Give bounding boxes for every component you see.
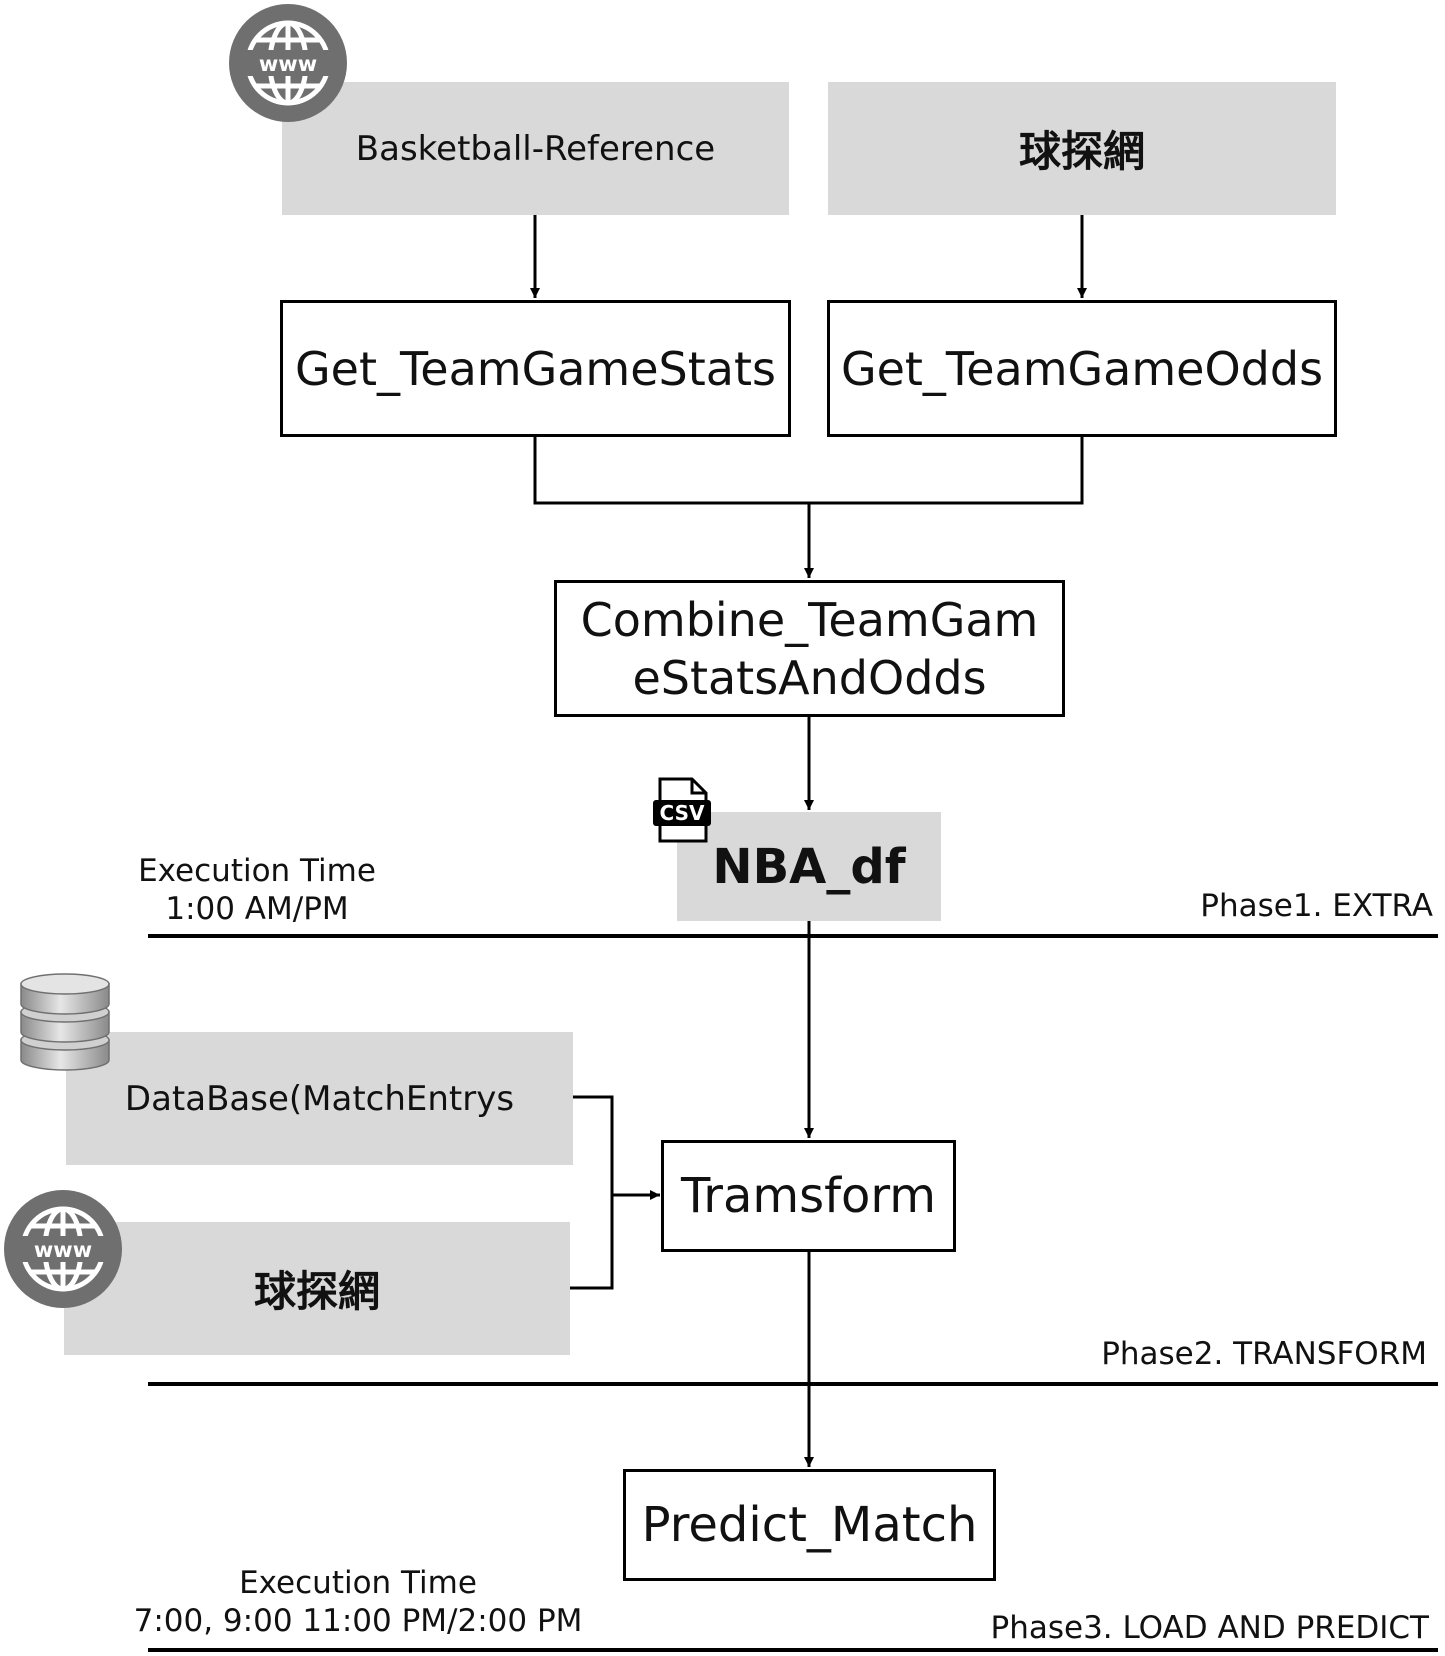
phase3-execution-time: Execution Time 7:00, 9:00 11:00 PM/2:00 … — [128, 1564, 588, 1640]
source-database-label: DataBase(MatchEntrys — [124, 1078, 515, 1119]
process-combine-stats-and-odds: Combine_TeamGam eStatsAndOdds — [554, 580, 1065, 717]
phase1-exec-time: 1:00 AM/PM — [165, 891, 349, 927]
process-get-team-game-stats-label: Get_TeamGameStats — [295, 341, 776, 396]
source-qiutan-top-label: 球探網 — [1018, 127, 1145, 176]
process-transform: Tramsform — [661, 1140, 956, 1252]
process-predict-match: Predict_Match — [623, 1469, 996, 1581]
phase1-execution-time: Execution Time 1:00 AM/PM — [132, 852, 382, 928]
process-get-team-game-odds: Get_TeamGameOdds — [827, 300, 1337, 437]
svg-text:www: www — [34, 1238, 92, 1262]
process-get-team-game-stats: Get_TeamGameStats — [280, 300, 791, 437]
process-predict-match-label: Predict_Match — [641, 1497, 978, 1553]
source-database-match-entrys: DataBase(MatchEntrys — [66, 1032, 573, 1165]
phase2-label: Phase2. TRANSFORM — [1101, 1336, 1427, 1372]
process-transform-label: Tramsform — [680, 1168, 937, 1224]
process-combine-line2: eStatsAndOdds — [632, 650, 987, 705]
process-combine-line1: Combine_TeamGam — [580, 592, 1039, 647]
phase3-label: Phase3. LOAD AND PREDICT — [990, 1610, 1429, 1646]
www-globe-icon: www — [4, 1190, 122, 1308]
csv-file-icon: CSV — [652, 776, 712, 844]
process-get-team-game-odds-label: Get_TeamGameOdds — [840, 341, 1324, 396]
phase3-exec-title: Execution Time — [239, 1565, 477, 1601]
phase3-exec-time: 7:00, 9:00 11:00 PM/2:00 PM — [133, 1603, 583, 1639]
csv-badge-text: CSV — [660, 801, 705, 825]
svg-text:www: www — [259, 52, 317, 76]
phase1-exec-title: Execution Time — [138, 853, 376, 889]
source-qiutan-bottom: 球探網 — [64, 1222, 570, 1355]
database-stack-icon — [19, 966, 111, 1074]
output-nba-df-label: NBA_df — [712, 838, 906, 895]
source-basketball-reference-label: Basketball-Reference — [355, 128, 716, 169]
merge-connector — [533, 435, 1084, 505]
phase1-label: Phase1. EXTRA — [1200, 888, 1433, 924]
source-qiutan-bottom-label: 球探網 — [253, 1267, 380, 1316]
output-nba-df: NBA_df — [677, 812, 941, 921]
bracket-sources-to-transform — [570, 1095, 614, 1290]
source-qiutan-top: 球探網 — [828, 82, 1336, 215]
source-basketball-reference: Basketball-Reference — [282, 82, 789, 215]
www-globe-icon: www — [229, 4, 347, 122]
